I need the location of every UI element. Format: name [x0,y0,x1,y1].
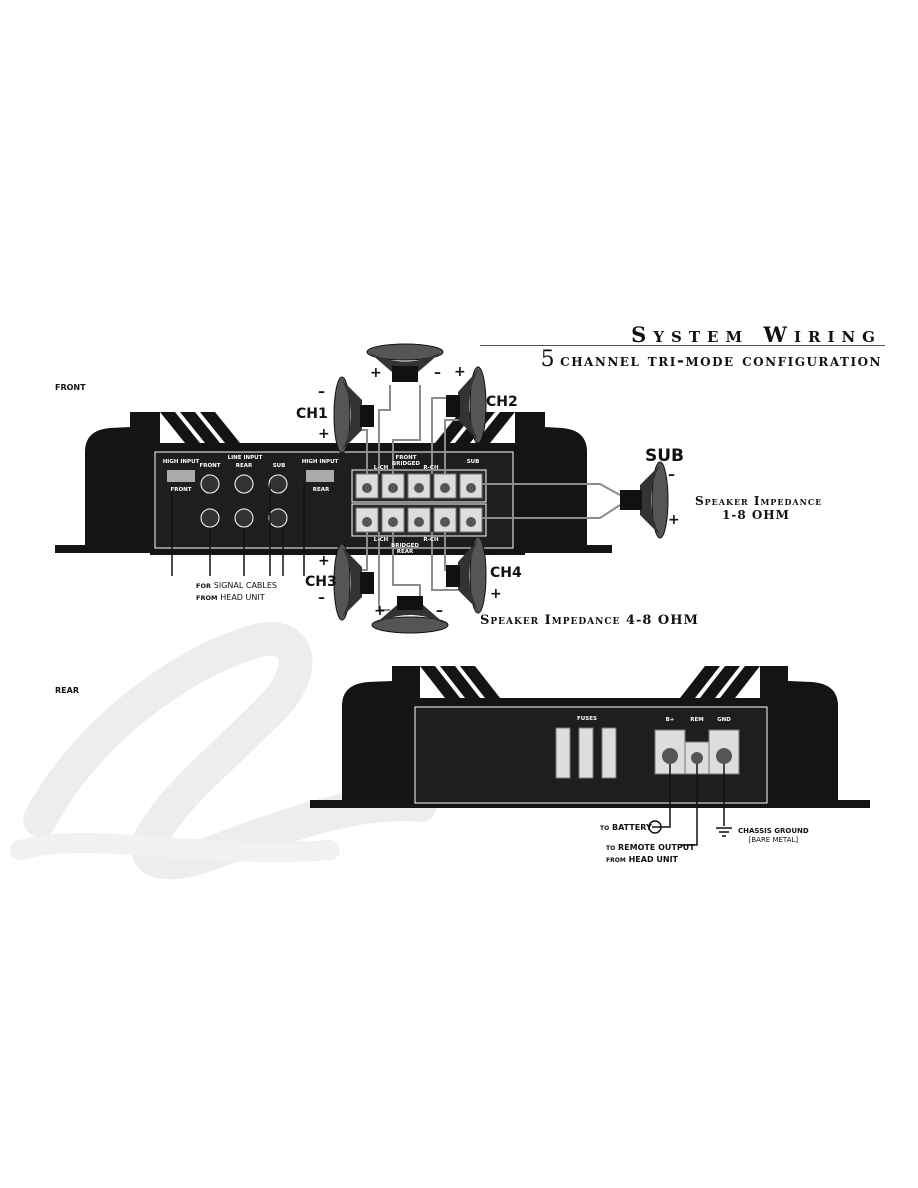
rear-bottom-plus: + [374,603,386,619]
sub-terminal-label: SUB [466,459,480,465]
page-title: System Wiring [631,322,882,347]
ch4-label: CH4 [490,565,522,581]
high-input-right-label: HIGH INPUT [301,459,339,465]
line-sub-label: SUB [272,463,286,469]
remote-output-label: TO REMOTE OUTPUT FROM HEAD UNIT [606,842,695,866]
ch1-minus: – [318,384,325,400]
high-input-left-label: HIGH INPUT [162,459,200,465]
ground-icon [716,827,732,837]
chassis-ground-line1: CHASSIS GROUND [738,827,809,835]
battery-plus-icon [648,820,662,834]
to-battery-label: TO BATTERY [600,822,652,834]
sub-minus: – [668,467,675,483]
ch3-minus: – [318,590,325,606]
speaker-ch2 [446,366,487,444]
subtitle-number: 5 [540,347,557,372]
speaker-ch3 [333,543,374,621]
speaker-sub [620,461,669,539]
ch3-plus: + [318,553,330,569]
remote-text: REMOTE OUTPUT [618,843,695,852]
rear-bridged-label: BRIDGED [391,543,419,549]
chassis-ground-line2: [BARE METAL] [748,836,799,844]
line-front-label: FRONT [199,463,221,469]
signal-note-from: FROM [196,594,218,602]
line-rear-label: REAR [235,463,253,469]
front-top-plus: + [370,365,382,381]
high-input-left-sublabel: FRONT [170,487,192,493]
front-bridged-sublabel: BRIDGED [392,461,420,467]
rear-bottom-minus: – [436,603,443,619]
signal-note-cables: SIGNAL CABLES [213,581,278,590]
remote-prefix: TO [606,845,616,852]
rear-section-label: REAR [55,686,79,695]
ch2-plus: + [454,364,466,380]
signal-note-for: FOR [196,582,211,590]
ch3-label: CH3 [305,574,337,590]
sub-impedance-line1: Speaker Impedance [695,494,823,508]
subtitle-text: channel tri-mode configuration [560,351,882,371]
speaker-ch1 [333,376,374,454]
lch-top-label: L-CH [373,465,389,471]
bplus-label: B+ [665,717,675,723]
ch2-label: CH2 [486,394,518,410]
sub-impedance-line2: 1-8 OHM [722,508,790,522]
signal-note-head-unit: HEAD UNIT [220,593,265,602]
main-impedance: Speaker Impedance 4-8 OHM [480,613,699,628]
remote-head-unit: HEAD UNIT [628,855,678,864]
high-input-right-sublabel: REAR [312,487,330,493]
speaker-ch4 [446,536,487,614]
speaker-front-top [366,343,444,382]
sub-label: SUB [645,446,685,466]
signal-cables-note: FOR SIGNAL CABLES FROM HEAD UNIT [196,580,277,604]
rch-top-label: R-CH [423,465,439,471]
to-battery-prefix: TO [600,825,610,832]
ch4-plus: + [490,586,502,602]
speaker-rear-bottom [371,596,449,634]
to-battery-text: BATTERY [612,823,652,832]
remote-from: FROM [606,857,626,864]
ch1-plus: + [318,426,330,442]
sub-plus: + [668,512,680,528]
fuses-label: FUSES [577,716,597,722]
title-divider [480,345,885,346]
rem-label: REM [690,717,704,723]
front-top-minus: – [434,365,441,381]
watermark-logo [10,621,437,880]
gnd-label: GND [717,717,731,723]
lch-bottom-label: L-CH [373,537,389,543]
ch2-minus: – [454,400,461,416]
front-bridged-label: FRONT [395,455,417,461]
ch1-label: CH1 [296,406,328,422]
line-input-label: LINE INPUT [227,455,263,461]
chassis-ground-label: CHASSIS GROUND [BARE METAL] [738,827,809,845]
rch-bottom-label: R-CH [423,537,439,543]
front-section-label: FRONT [55,383,86,392]
rear-bridged-sublabel: REAR [396,549,414,555]
ch4-minus: – [490,545,497,561]
